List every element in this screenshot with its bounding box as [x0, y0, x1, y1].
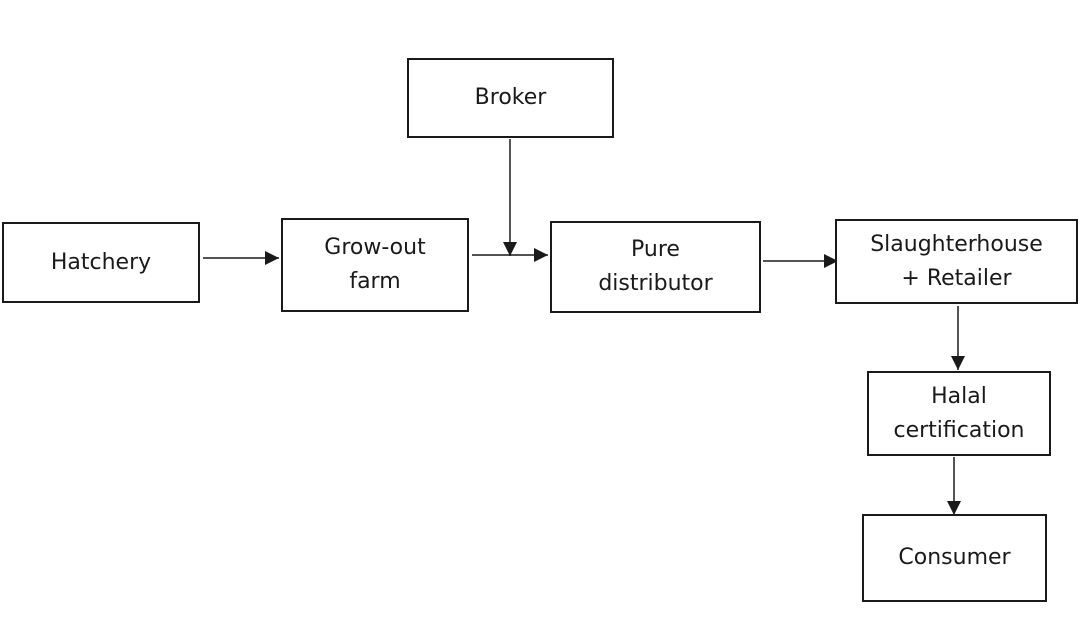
node-halal-certification-text: Halal certification: [894, 380, 1025, 448]
node-hatchery-label: Hatchery: [50, 249, 152, 275]
node-pure-distributor-label-line-1: Pure: [631, 237, 680, 262]
node-pure-distributor: Pure distributor: [550, 221, 761, 313]
node-broker: Broker: [407, 58, 614, 138]
node-consumer-label: Consumer: [898, 545, 1011, 570]
node-slaughterhouse-retailer-label-line-2: + Retailer: [901, 265, 1012, 291]
node-broker-label: Broker: [474, 85, 547, 110]
node-slaughterhouse-retailer-label-line-1: Slaughterhouse: [870, 231, 1043, 257]
node-halal-certification-label-line-2: certification: [893, 417, 1025, 443]
node-consumer-text: Consumer: [898, 541, 1010, 575]
node-consumer: Consumer: [862, 514, 1047, 602]
node-halal-certification-label-line-1: Halal: [931, 383, 987, 409]
node-hatchery: Hatchery: [2, 222, 200, 303]
node-grow-out-farm-label-line-1: Grow-out: [324, 235, 426, 260]
node-grow-out-farm-label-line-2: farm: [349, 269, 401, 294]
node-slaughterhouse-retailer: Slaughterhouse + Retailer: [835, 219, 1078, 304]
node-grow-out-farm-text: Grow-out farm: [324, 231, 425, 299]
node-hatchery-text: Hatchery: [51, 246, 151, 280]
node-halal-certification: Halal certification: [867, 371, 1051, 456]
node-pure-distributor-label-line-2: distributor: [598, 271, 713, 296]
node-broker-text: Broker: [475, 81, 547, 115]
node-pure-distributor-text: Pure distributor: [598, 233, 712, 301]
node-slaughterhouse-retailer-text: Slaughterhouse + Retailer: [870, 228, 1043, 296]
node-grow-out-farm: Grow-out farm: [281, 218, 469, 312]
